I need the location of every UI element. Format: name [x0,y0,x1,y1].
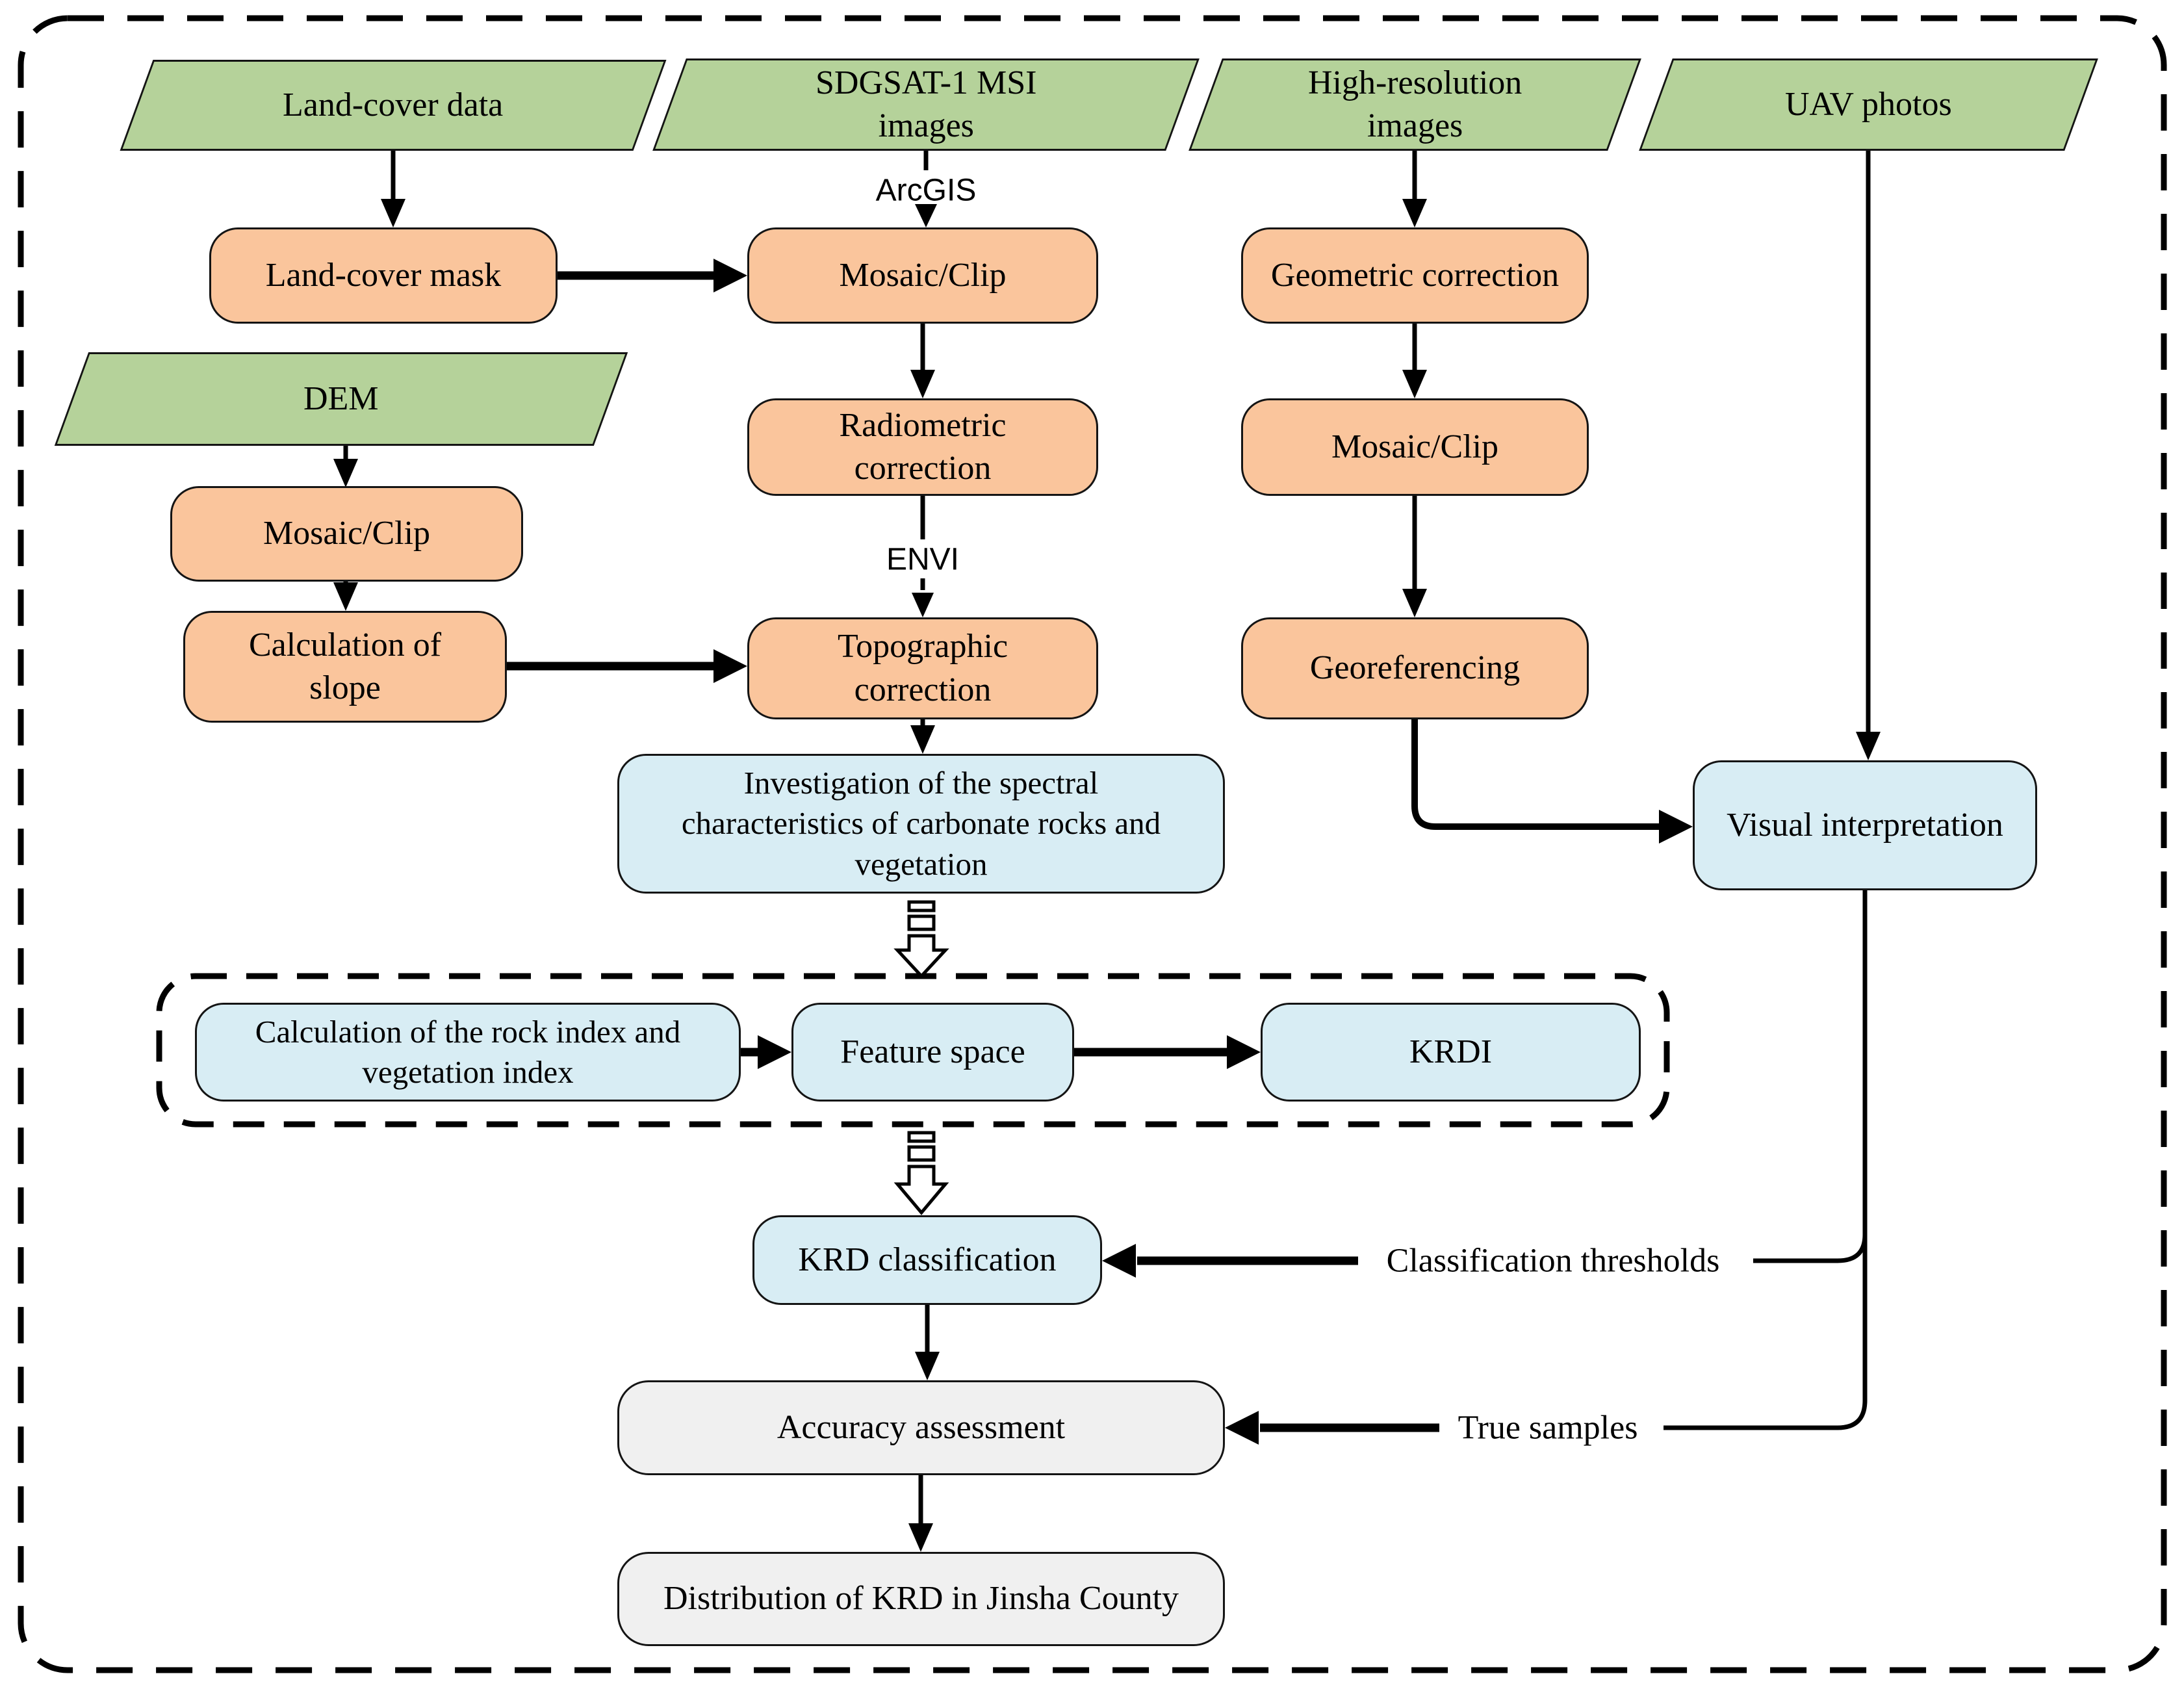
input-high-resolution-images: High-resolution images [1188,58,1641,151]
analysis-krd-classification: KRD classification [752,1215,1102,1305]
node-label: Mosaic/Clip [839,256,1007,294]
analysis-feature-space: Feature space [791,1003,1074,1102]
outer-dashed-frame [18,15,2167,1673]
node-label: KRD classification [798,1241,1057,1278]
node-label: Visual interpretation [1727,806,2003,844]
input-dem: DEM [54,352,628,446]
node-label: High-resolution images [1307,64,1522,144]
node-label: Geometric correction [1270,256,1560,294]
index-group-dashed-box [156,973,1670,1128]
node-label: Accuracy assessment [777,1408,1066,1446]
node-label: DEM [303,380,379,417]
node-label: Investigation of the spectral characteri… [681,765,1161,882]
label-classification-thresholds: Classification thresholds [1386,1242,1720,1280]
process-calculation-of-slope: Calculation of slope [183,611,507,723]
process-geometric-correction: Geometric correction [1241,227,1589,324]
node-label: Topographic correction [837,628,1008,708]
label-true-samples: True samples [1458,1409,1638,1447]
process-mosaic-clip-high-res: Mosaic/Clip [1241,398,1589,496]
analysis-rock-vegetation-index: Calculation of the rock index and vegeta… [195,1003,741,1102]
node-label: Land-cover data [283,86,504,123]
node-label: Calculation of slope [248,626,442,706]
georeferencing-to-visual-connector [1411,719,1660,830]
analysis-visual-interpretation: Visual interpretation [1693,760,2037,890]
node-label: UAV photos [1785,85,1952,123]
hollow-arrow-down-2 [893,1131,949,1215]
node-label: Mosaic/Clip [1331,428,1499,465]
node-label: Distribution of KRD in Jinsha County [663,1580,1179,1618]
process-topographic-correction: Topographic correction [747,617,1098,719]
node-label: KRDI [1409,1033,1493,1070]
node-label: Land-cover mask [265,256,502,294]
process-radiometric-correction: Radiometric correction [747,398,1098,496]
process-land-cover-mask: Land-cover mask [209,227,558,324]
process-mosaic-clip-dem: Mosaic/Clip [170,486,523,582]
node-label: Calculation of the rock index and vegeta… [255,1013,681,1090]
input-uav-photos: UAV photos [1639,58,2098,151]
node-label: SDGSAT-1 MSI images [815,64,1037,144]
label-arcgis: ArcGIS [875,173,977,208]
analysis-spectral-investigation: Investigation of the spectral characteri… [617,754,1225,894]
process-mosaic-clip-msi: Mosaic/Clip [747,227,1098,324]
output-accuracy-assessment: Accuracy assessment [617,1380,1225,1475]
hollow-arrow-down-1 [893,900,949,979]
thick-connectors [507,271,1439,1432]
input-sdgsat-msi-images: SDGSAT-1 MSI images [652,58,1200,151]
node-label: Radiometric correction [839,406,1007,487]
node-label: Feature space [840,1033,1025,1070]
analysis-krdi: KRDI [1261,1003,1641,1102]
node-label: Mosaic/Clip [263,515,431,552]
solid-connectors [343,151,1871,1525]
input-land-cover-data: Land-cover data [120,60,667,151]
output-distribution-krd: Distribution of KRD in Jinsha County [617,1552,1225,1646]
process-georeferencing: Georeferencing [1241,617,1589,719]
label-envi: ENVI [886,542,960,577]
arrowheads [333,199,1881,1552]
node-label: Georeferencing [1309,649,1521,687]
